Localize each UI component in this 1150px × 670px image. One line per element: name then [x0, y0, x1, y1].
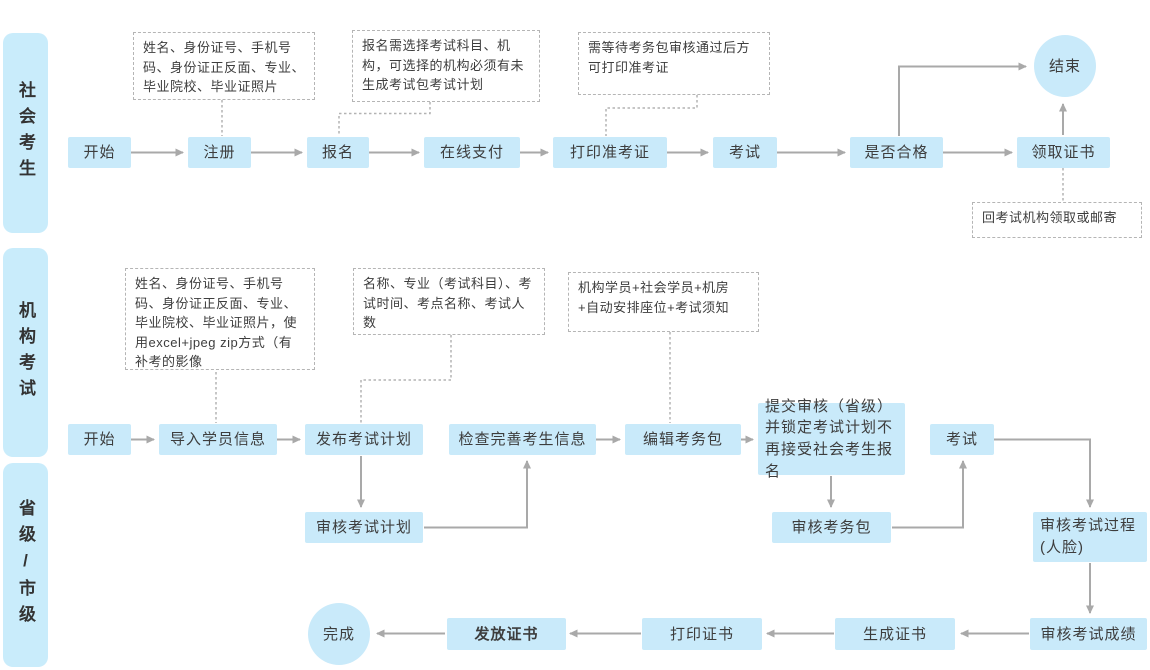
node-signup: 报名: [307, 137, 369, 168]
note-import-info: 姓名、身份证号、手机号码、身份证正反面、专业、毕业院校、毕业证照片，使用exce…: [125, 268, 315, 370]
node-social-end: 结束: [1034, 35, 1096, 97]
note-signup-info: 报名需选择考试科目、机构，可选择的机构必须有未生成考试包考试计划: [352, 30, 540, 102]
node-review-process: 审核考试过程(人脸): [1033, 512, 1147, 562]
note-plan-info: 名称、专业（考试科目）、考试时间、考点名称、考试人数: [353, 268, 545, 335]
node-org-exam: 考试: [930, 424, 994, 455]
note-cert-info: 回考试机构领取或邮寄: [972, 202, 1142, 238]
lane-institution-exam-label: 机构考试: [16, 300, 35, 405]
note-package-info: 机构学员+社会学员+机房+自动安排座位+考试须知: [568, 272, 759, 332]
lane-provincial-municipal: 省级/市级: [3, 463, 48, 667]
arrow-orgexam-to-process: [994, 438, 1094, 508]
arrow-reviewplan-to-check: [424, 460, 531, 529]
node-receive-cert: 领取证书: [1017, 137, 1110, 168]
node-generate-cert: 生成证书: [835, 618, 955, 650]
node-publish-plan: 发布考试计划: [305, 424, 423, 455]
node-pass-check: 是否合格: [850, 137, 943, 168]
lane-social-candidate: 社会考生: [3, 33, 48, 233]
note-admission-info: 需等待考务包审核通过后方可打印准考证: [578, 32, 770, 95]
node-review-package: 审核考务包: [772, 512, 891, 543]
lane-institution-exam: 机构考试: [3, 248, 48, 457]
dash-note-signup: [338, 102, 431, 136]
node-complete: 完成: [308, 603, 370, 665]
dash-note-plan: [360, 335, 452, 423]
node-social-exam: 考试: [713, 137, 777, 168]
node-print-cert: 打印证书: [642, 618, 762, 650]
node-register: 注册: [188, 137, 251, 168]
arrow-reviewpkg-to-orgexam: [892, 460, 967, 529]
node-review-plan: 审核考试计划: [305, 512, 423, 543]
node-submit-review: 提交审核（省级）并锁定考试计划不再接受社会考生报名: [758, 398, 905, 480]
node-check-info: 检查完善考生信息: [449, 424, 596, 455]
lane-social-candidate-label: 社会考生: [16, 81, 35, 185]
node-social-start: 开始: [68, 137, 131, 168]
node-edit-package: 编辑考务包: [625, 424, 741, 455]
dash-note-admission: [605, 95, 698, 136]
node-review-score: 审核考试成绩: [1030, 618, 1147, 650]
node-import-students: 导入学员信息: [159, 424, 277, 455]
node-print-admission: 打印准考证: [553, 137, 667, 168]
node-org-start: 开始: [68, 424, 131, 455]
node-issue-cert: 发放证书: [447, 618, 566, 650]
lane-provincial-municipal-label: 省级/市级: [16, 499, 35, 631]
note-register-info: 姓名、身份证号、手机号码、身份证正反面、专业、毕业院校、毕业证照片: [133, 32, 315, 100]
node-online-pay: 在线支付: [424, 137, 520, 168]
arrow-pass-to-end: [898, 62, 1027, 136]
